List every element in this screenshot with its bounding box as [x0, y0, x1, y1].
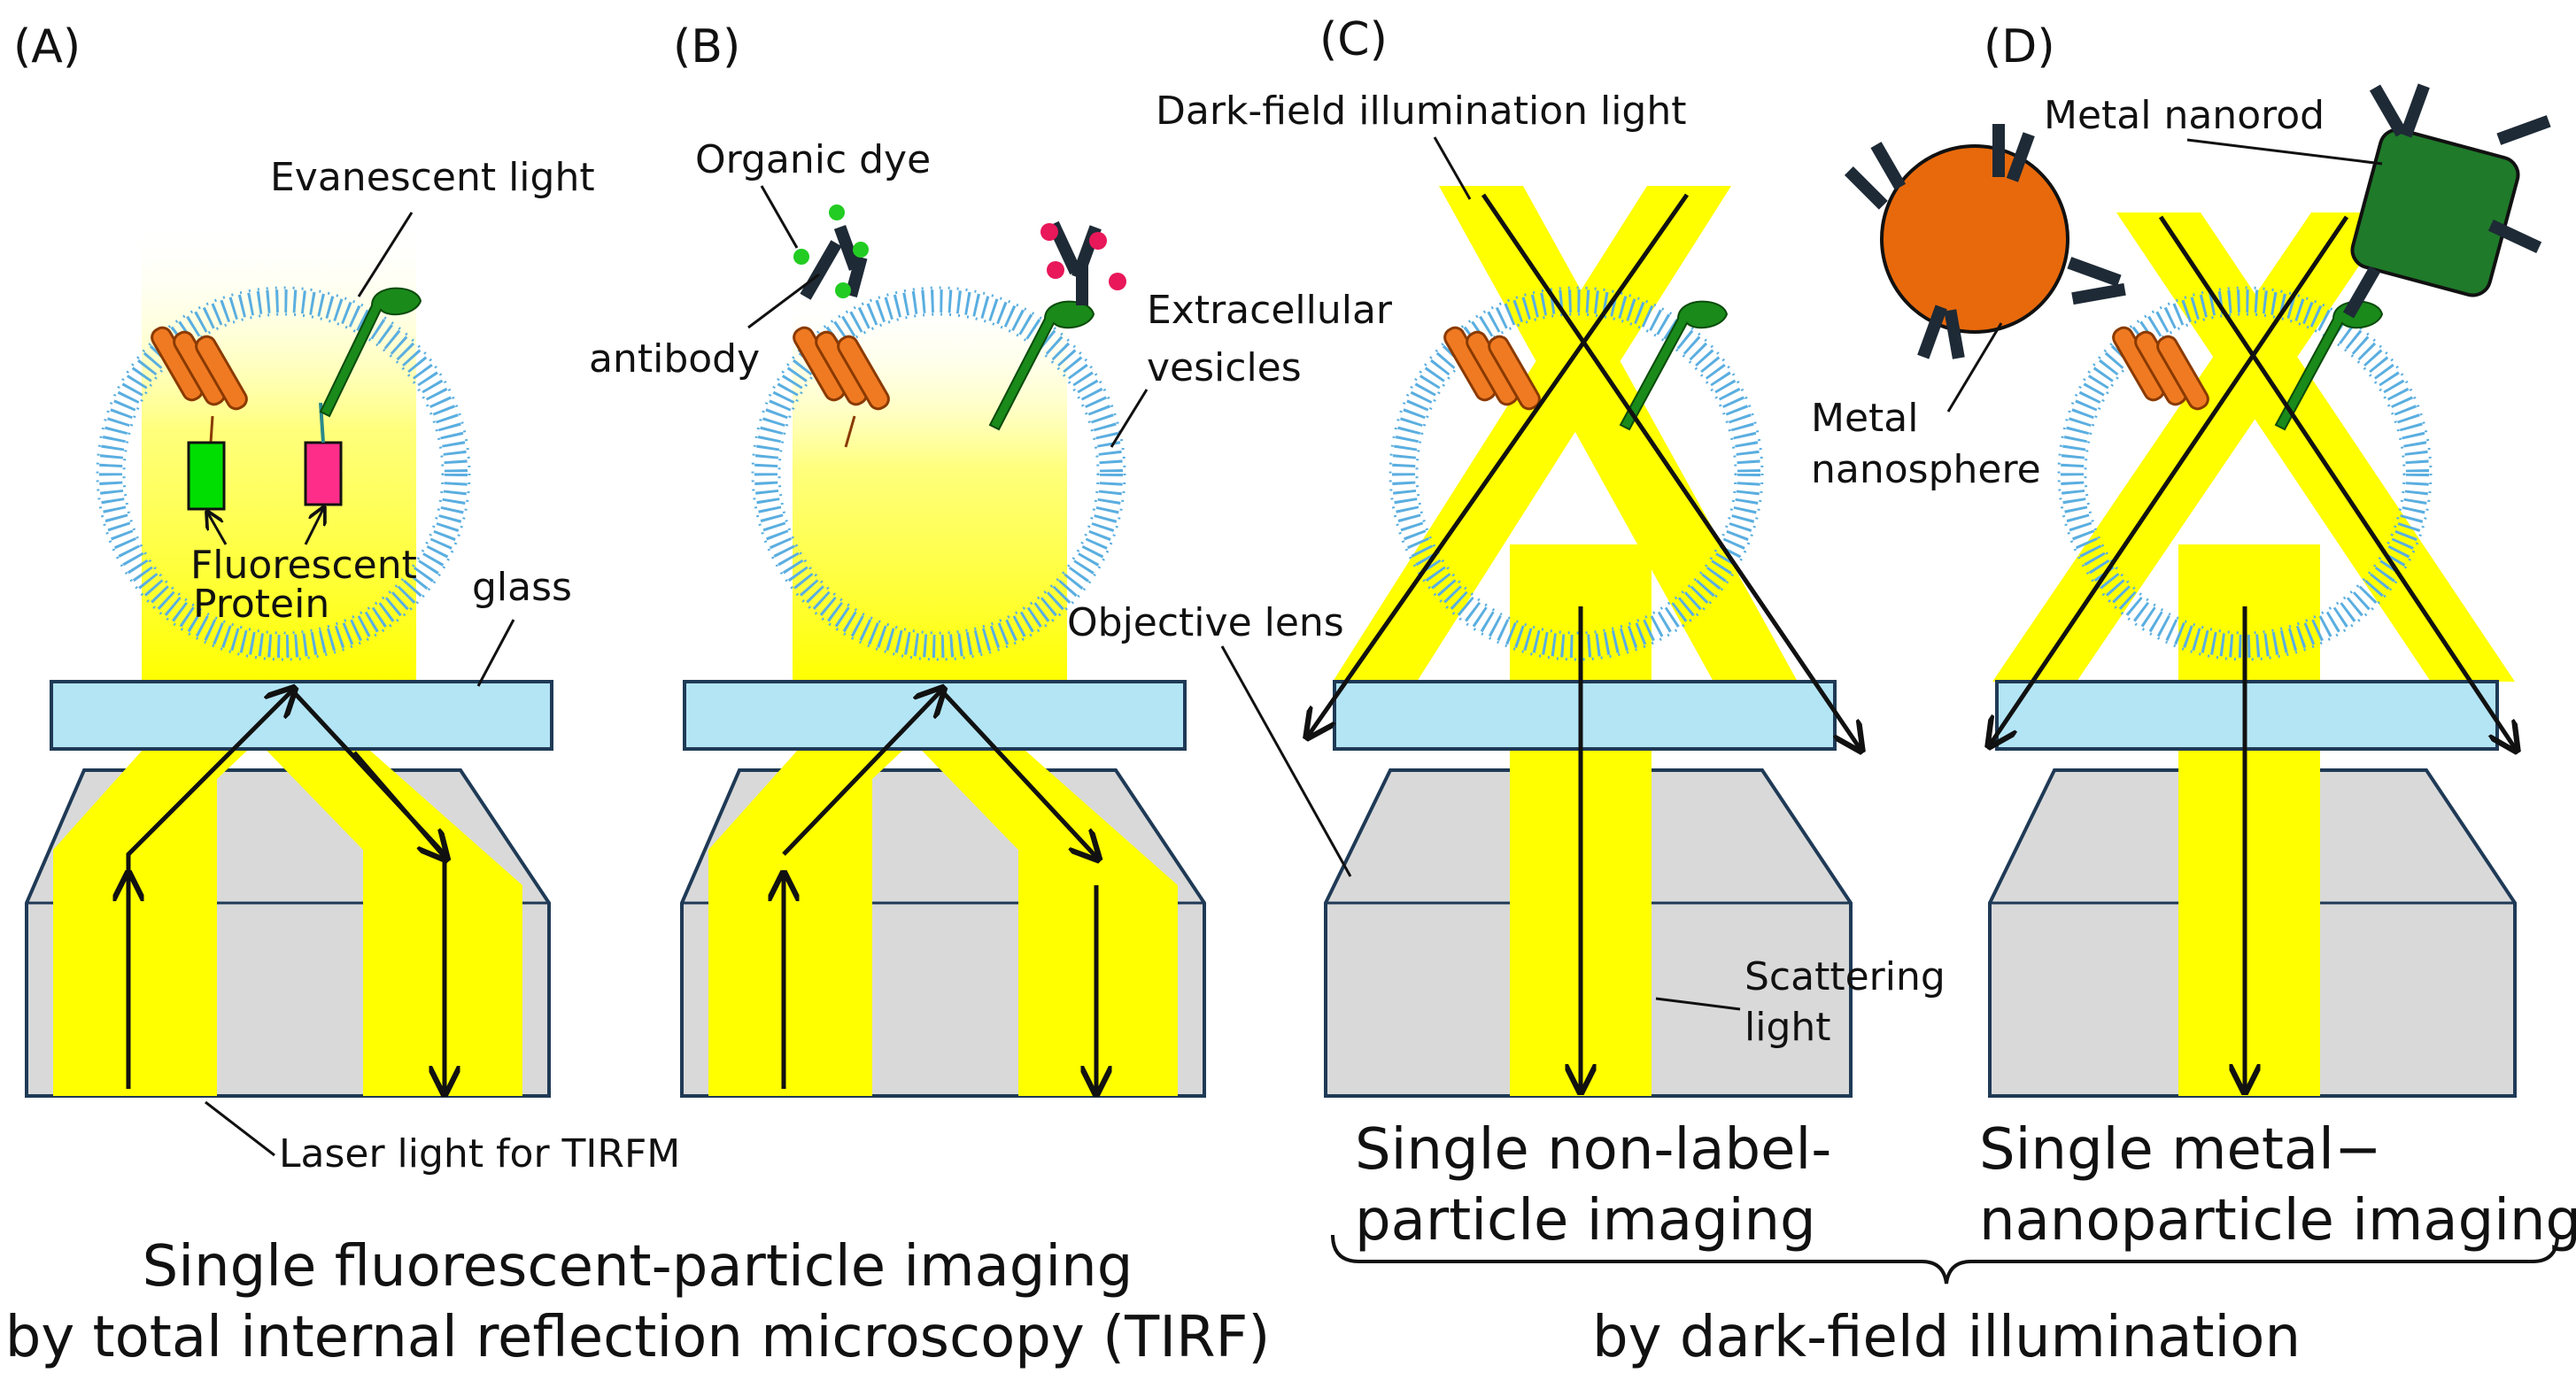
nonlabel-caption-line1: Single non-label- [1355, 1117, 1831, 1183]
stalk-protein-c [1619, 300, 1729, 431]
helix-protein-b [793, 326, 890, 448]
panel-label-d: (D) [1984, 20, 2055, 73]
captions: Single fluorescent-particle imaging by t… [5, 1117, 2576, 1370]
glass-slide-b [683, 680, 1187, 751]
laser-beam-left-a [53, 682, 292, 1096]
pink-dye-dot [1109, 273, 1126, 290]
darkfield-arrows-d [1991, 215, 2515, 1089]
laser-arrows-a [128, 690, 445, 1091]
panel-c: (C) Dark-field illumination light Object… [1067, 13, 1946, 1098]
vesicle-d [2061, 289, 2429, 658]
metal-caption-line1: Single metal− [1979, 1117, 2382, 1183]
panel-d: (D) Metal nanorod Metal nanosphere [1811, 20, 2551, 1098]
glass-label: glass [472, 565, 572, 610]
green-fluorescent-protein [187, 441, 226, 511]
metal-caption-line2: nanoparticle imaging [1979, 1188, 2576, 1254]
metal-nanorod [2342, 83, 2551, 319]
panel-label-c: (C) [1319, 13, 1388, 66]
darkfield-bracket [1331, 1234, 2559, 1285]
fluorescent-label: Fluorescent [190, 543, 417, 588]
helix-protein-a [151, 326, 248, 444]
stalk-protein-b [988, 300, 1095, 431]
protein-label: Protein [193, 582, 329, 627]
laser-light-label: Laser light for TIRFM [279, 1131, 680, 1177]
glass-slide-c [1333, 680, 1837, 751]
darkfield-arrows-c [1309, 193, 1860, 1089]
pink-dye-dot [1089, 232, 1107, 250]
vesicles-label: vesicles [1147, 345, 1302, 390]
tirf-caption-line2: by total internal reflection microscopy … [5, 1305, 1271, 1370]
objective-lens-label: Objective lens [1067, 600, 1344, 645]
nonlabel-caption-line2: particle imaging [1355, 1188, 1816, 1254]
green-dye-dot [793, 249, 809, 265]
extracellular-label: Extracellular [1147, 288, 1393, 333]
laser-beam-left-b [708, 682, 948, 1096]
helix-protein-d [2112, 326, 2209, 411]
evanescent-light-label: Evanescent light [270, 155, 595, 200]
metal-nanosphere [1844, 124, 2126, 359]
scattering-light-label: light [1744, 1005, 1831, 1050]
panel-b: (B) Organic dye antibody Extracellular v… [589, 20, 1393, 1098]
glass-slide-a [50, 680, 553, 751]
green-dye-dot [853, 242, 869, 258]
nanosphere-label: nanosphere [1811, 447, 2041, 492]
stalk-protein-a [319, 287, 422, 418]
panel-label-b: (B) [673, 20, 740, 73]
antibody-pink-dye [1040, 220, 1126, 305]
darkfield-caption: by dark-field illumination [1592, 1305, 2301, 1370]
pink-dye-dot [1047, 261, 1064, 279]
organic-dye-label: Organic dye [695, 137, 931, 182]
scattering-label: Scattering [1744, 954, 1946, 999]
pink-dye-dot [1040, 223, 1058, 241]
green-dye-dot [829, 204, 845, 220]
metal-nanorod-label: Metal nanorod [2044, 93, 2325, 138]
vesicle-a [99, 289, 468, 658]
laser-beam-right-b [872, 682, 1178, 1096]
pink-fluorescent-protein [304, 441, 343, 506]
metal-label: Metal [1811, 396, 1918, 441]
antibody-green-dye [793, 204, 869, 300]
stalk-protein-d [2274, 300, 2384, 431]
tirf-caption-line1: Single fluorescent-particle imaging [143, 1234, 1133, 1300]
dark-field-light-label: Dark-field illumination light [1156, 89, 1687, 134]
vesicle-c [1392, 289, 1760, 658]
green-dye-dot [835, 282, 851, 298]
antibody-label: antibody [589, 336, 760, 382]
darkfield-beam-4 [1992, 212, 2395, 682]
laser-arrows-b [784, 690, 1096, 1091]
darkfield-beam-1 [1439, 186, 1798, 682]
helix-protein-c [1443, 326, 1541, 411]
vesicle-b [754, 289, 1123, 658]
panel-a: (A) Evanescent light Fluorescent Protein… [13, 20, 680, 1177]
panel-label-a: (A) [13, 20, 81, 73]
